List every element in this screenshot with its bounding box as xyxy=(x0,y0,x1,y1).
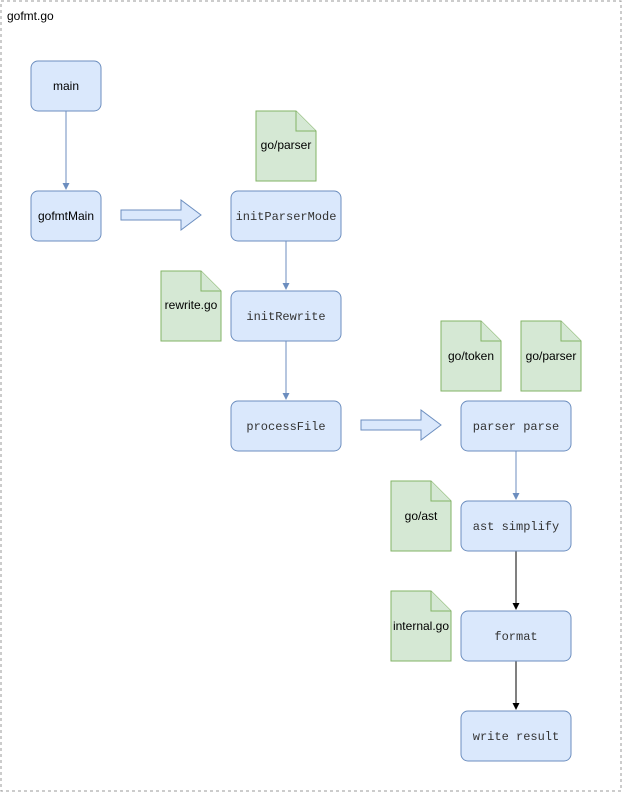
node-label: parser parse xyxy=(473,420,559,434)
doc-go-ast: go/ast xyxy=(390,480,452,552)
doc-internal-go: internal.go xyxy=(390,590,452,662)
doc-label: go/token xyxy=(448,349,494,363)
node-label: write result xyxy=(473,730,559,744)
edge-parserParse-to-astSimplify xyxy=(512,451,520,500)
node-label: gofmtMain xyxy=(38,209,94,223)
edge-astSimplify-to-format xyxy=(512,551,520,610)
node-label: main xyxy=(53,79,79,93)
doc-go-token: go/token xyxy=(440,320,502,392)
node-label: format xyxy=(494,630,537,644)
node-processFile: processFile xyxy=(230,400,342,452)
node-parser-parse: parser parse xyxy=(460,400,572,452)
doc-label: go/parser xyxy=(526,349,577,363)
edge-initRewrite-to-processFile xyxy=(282,341,290,400)
doc-rewrite-go: rewrite.go xyxy=(160,270,222,342)
node-label: initParserMode xyxy=(236,210,337,224)
node-write-result: write result xyxy=(460,710,572,762)
node-label: processFile xyxy=(246,420,325,434)
node-gofmtMain: gofmtMain xyxy=(30,190,102,242)
container-title: gofmt.go xyxy=(7,9,54,23)
doc-go-parser-2: go/parser xyxy=(520,320,582,392)
block-arrow-gofmtMain-to-initParserMode xyxy=(120,199,202,231)
node-initRewrite: initRewrite xyxy=(230,290,342,342)
doc-label: rewrite.go xyxy=(165,298,218,312)
node-initParserMode: initParserMode xyxy=(230,190,342,242)
doc-label: go/parser xyxy=(261,138,312,152)
node-label: ast simplify xyxy=(473,520,559,534)
doc-go-parser-1: go/parser xyxy=(255,110,317,182)
block-arrow-processFile-to-parserParse xyxy=(360,409,442,441)
node-ast-simplify: ast simplify xyxy=(460,500,572,552)
node-format: format xyxy=(460,610,572,662)
node-main: main xyxy=(30,60,102,112)
node-label: initRewrite xyxy=(246,310,325,324)
doc-label: go/ast xyxy=(405,509,438,523)
doc-label: internal.go xyxy=(393,619,449,633)
edge-main-to-gofmtMain xyxy=(62,111,70,190)
edge-format-to-writeResult xyxy=(512,661,520,710)
edge-initParserMode-to-initRewrite xyxy=(282,241,290,290)
